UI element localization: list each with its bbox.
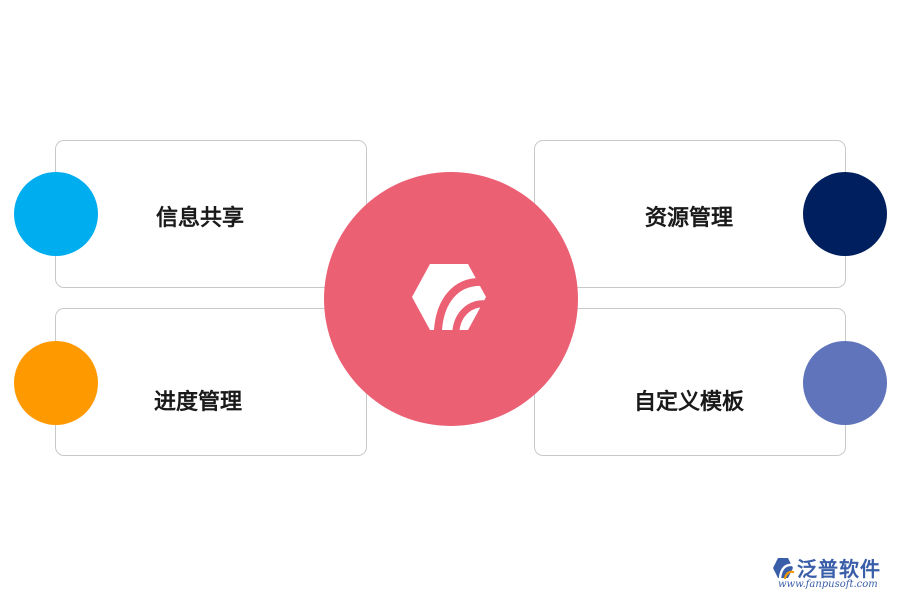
feature-card-progress-management: 进度管理 [55, 308, 367, 456]
fanpu-logo-icon [412, 264, 488, 332]
feature-label: 自定义模板 [634, 390, 745, 415]
watermark: 泛普软件 www.fanpusoft.com [772, 553, 892, 599]
accent-dot [14, 172, 98, 256]
feature-card-custom-template: 自定义模板 [534, 308, 846, 456]
feature-card-resource-management: 资源管理 [534, 140, 846, 288]
feature-label: 资源管理 [645, 206, 734, 231]
feature-label: 进度管理 [154, 390, 243, 415]
accent-dot [803, 172, 887, 256]
watermark-brand-name: 泛普软件 [797, 557, 881, 581]
center-hub-circle [324, 172, 578, 426]
watermark-url: www.fanpusoft.com [778, 579, 878, 590]
accent-dot [14, 341, 98, 425]
fanpu-watermark-logo-icon [773, 558, 794, 579]
feature-label: 信息共享 [156, 206, 245, 231]
accent-dot [803, 341, 887, 425]
feature-card-info-sharing: 信息共享 [55, 140, 367, 288]
